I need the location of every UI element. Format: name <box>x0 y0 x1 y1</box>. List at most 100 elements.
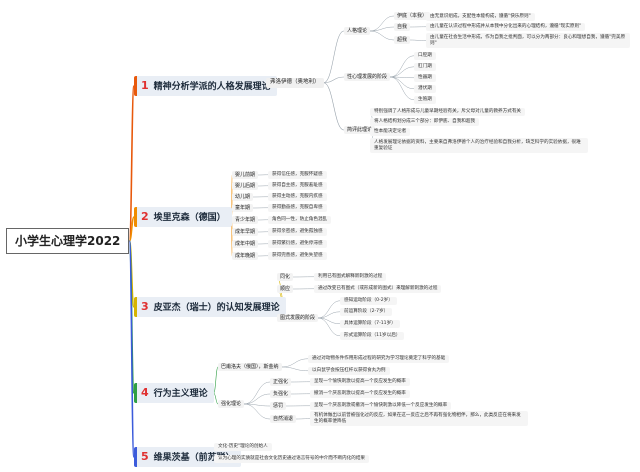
s1-evaluation-node[interactable]: 简评此理论 <box>344 126 376 134</box>
s1-stage-2: 肛门期 <box>414 63 436 71</box>
s1-id-node[interactable]: 伊底（本我） <box>394 12 431 20</box>
s2-stage-desc-text: 获得亲密感，避免孤独感 <box>272 228 323 234</box>
s1-stage-3: 性器期 <box>414 74 436 82</box>
s4-rf-desc-text: 有机体做出以前曾被强化过的反应，如果在这一反应之后不再有强化物相伴，那么，此类反… <box>314 412 521 424</box>
s2-stage-label: 婴儿前期 <box>235 171 256 178</box>
connector <box>244 403 271 420</box>
connector <box>370 26 395 32</box>
s2-stage-desc-text: 获得自主感，克服羞耻感 <box>272 182 323 188</box>
s1-stages-node[interactable]: 性心理发展的阶段 <box>344 73 391 81</box>
s1-eval-2-text: 将人格结构划分成三个部分：即伊底、自我和超我 <box>374 118 476 124</box>
section-1-topic[interactable]: 1 精神分析学派的人格发展理论 <box>134 76 277 96</box>
section-2-topic[interactable]: 2 埃里克森（德国） <box>134 207 232 227</box>
connector <box>128 85 135 242</box>
s1-stage-1-text: 口腔期 <box>418 52 432 58</box>
s1-eval-3-text: 性本能决定论者 <box>374 128 407 134</box>
s4-rf-desc-text: 呈现一个厌恶刺激或撤消一个愉快刺激以降低一个反应发生的概率 <box>314 402 448 408</box>
s2-stage-5-desc: 角色同一性，防止角色混乱 <box>268 216 332 224</box>
s1-eval-1: 特别强调了人格形成与儿童早期经验有关，斥父母对儿童的教养方式有关 <box>370 108 526 116</box>
s2-stage-desc-text: 获得完善感，避免失望感 <box>272 252 323 258</box>
s4-rf-4-desc: 有机体做出以前曾被强化过的反应，如果在这一反应之后不再有强化物相伴，那么，此类反… <box>310 411 528 427</box>
s1-stage-1: 口腔期 <box>414 52 436 60</box>
connector <box>281 358 309 368</box>
section-number: 1 <box>141 79 149 92</box>
section-number: 2 <box>141 210 149 223</box>
section-number: 4 <box>141 386 149 399</box>
s4-pavlov-2-text: 以白鼠学会按压杠杆以获得食丸为例 <box>312 367 386 373</box>
s2-stage-4[interactable]: 童年期 <box>232 204 254 212</box>
s1-stage-3-text: 性器期 <box>418 74 432 80</box>
s3-stage-2: 前运算阶段（2-7岁） <box>340 308 393 316</box>
s1-id-desc-text: 由无意识组成，支配性本能构成，遵循"快乐原则" <box>430 13 531 19</box>
s2-stage-3[interactable]: 幼儿期 <box>232 193 254 201</box>
s4-rf-label: 负强化 <box>273 390 289 397</box>
s4-pavlov-2: 以白鼠学会按压杠杆以获得食丸为例 <box>308 367 390 375</box>
connector <box>370 15 395 32</box>
s2-stage-4-desc: 获得勤奋感，克服自卑感 <box>268 204 327 212</box>
s3-stages-node[interactable]: 图式发展的阶段 <box>277 314 319 322</box>
connector <box>389 55 415 78</box>
section-title: 皮亚杰（瑞士）的认知发展理论 <box>153 303 280 313</box>
s3-assimilation-label: 同化 <box>280 273 291 280</box>
s2-stage-label: 成年晚期 <box>235 252 256 259</box>
s2-stage-2[interactable]: 婴儿后期 <box>232 182 259 190</box>
connector <box>244 393 271 405</box>
s1-eval-4: 人格发展理论依据的资料，主要来自弗洛伊德个人的治疗经验和自我分析，缺乏科学的实验… <box>370 138 588 154</box>
connector <box>410 39 427 41</box>
s2-stage-5[interactable]: 青少年期 <box>232 216 259 224</box>
s4-rf-2[interactable]: 负强化 <box>270 390 292 398</box>
s4-reinforcement-node[interactable]: 强化理论 <box>218 400 245 408</box>
connector <box>389 76 415 101</box>
s1-stages-label: 性心理发展的阶段 <box>347 73 388 80</box>
s1-id-label: 伊底（本我） <box>397 12 428 19</box>
s1-stage-4-text: 潜伏期 <box>418 85 432 91</box>
s2-stage-desc-text: 角色同一性，防止角色混乱 <box>272 216 328 222</box>
s4-pavlov-1-text: 通过对动物条件作用形成过程的研究为学习理论奠定了科学的基础 <box>312 355 446 361</box>
s2-stage-2-desc: 获得自主感，克服羞耻感 <box>268 182 327 190</box>
s1-personality-node[interactable]: 人格理论 <box>344 27 371 35</box>
s3-stage-3-text: 具体运算阶段（7-11岁） <box>344 320 396 326</box>
s3-stage-4-text: 形式运算阶段（11岁以后） <box>344 332 401 338</box>
section-number: 5 <box>141 450 149 463</box>
s1-superego-node[interactable]: 超我 <box>394 36 411 44</box>
s4-rf-4[interactable]: 自然消退 <box>270 415 297 423</box>
s5-item-2: 认为心理的实质就是社会文化历史通过语言符号的中介而不断内化的结果 <box>214 455 370 463</box>
s2-stage-8[interactable]: 成年晚期 <box>232 252 259 260</box>
s1-eval-2: 将人格结构划分成三个部分：即伊底、自我和超我 <box>370 118 480 126</box>
s1-eval-1-text: 特别强调了人格形成与儿童早期经验有关，斥父母对儿童的教养方式有关 <box>374 108 522 114</box>
s4-rf-3[interactable]: 惩罚 <box>270 402 287 410</box>
s1-stage-5: 生殖期 <box>414 96 436 104</box>
s2-stage-7[interactable]: 成年中期 <box>232 240 259 248</box>
s4-rf-desc-text: 撤消一个厌恶刺激以提高一个反应发生的概率 <box>314 390 406 396</box>
s4-rf-2-desc: 撤消一个厌恶刺激以提高一个反应发生的概率 <box>310 390 410 398</box>
connector <box>390 76 415 79</box>
s1-stage-4: 潜伏期 <box>414 85 436 93</box>
s4-reinforcement-label: 强化理论 <box>221 400 242 407</box>
s4-pavlov-node[interactable]: 巴甫洛夫（俄国），斯金纳 <box>218 363 282 371</box>
s1-founder-node[interactable]: 弗洛伊德（奥地利） <box>266 78 324 88</box>
s2-stage-label: 成年中期 <box>235 240 256 247</box>
s2-stage-label: 童年期 <box>235 204 251 211</box>
s3-assimilation-node[interactable]: 同化 <box>277 273 294 281</box>
s2-stage-label: 青少年期 <box>235 216 256 223</box>
s4-rf-1[interactable]: 正强化 <box>270 378 292 386</box>
s2-stage-1[interactable]: 婴儿前期 <box>232 171 259 179</box>
s3-assimilation-desc: 利用已有图式解释新刺激的过程 <box>314 273 387 281</box>
section-title: 埃里克森（德国） <box>153 213 226 223</box>
s5-item-1: 文化-历史"理论的创始人 <box>214 443 272 451</box>
s1-ego-label: 自我 <box>397 23 408 30</box>
s2-stage-7-desc: 获得繁衍感，避免停滞感 <box>268 240 327 248</box>
section-4-topic[interactable]: 4 行为主义理论 <box>134 383 214 403</box>
s2-stage-6[interactable]: 成年早期 <box>232 228 259 236</box>
s3-assimilation-desc-text: 利用已有图式解释新刺激的过程 <box>318 273 383 279</box>
connector <box>317 317 341 337</box>
s3-accommodation-node[interactable]: 顺应 <box>277 285 294 293</box>
root-topic[interactable]: 小学生心理学2022 <box>6 228 130 254</box>
s2-stage-8-desc: 获得完善感，避免失望感 <box>268 252 327 260</box>
s1-personality-label: 人格理论 <box>347 27 368 34</box>
connector <box>323 76 345 84</box>
section-title: 行为主义理论 <box>153 389 208 399</box>
section-title: 精神分析学派的人格发展理论 <box>153 82 271 92</box>
s1-ego-node[interactable]: 自我 <box>394 23 411 31</box>
